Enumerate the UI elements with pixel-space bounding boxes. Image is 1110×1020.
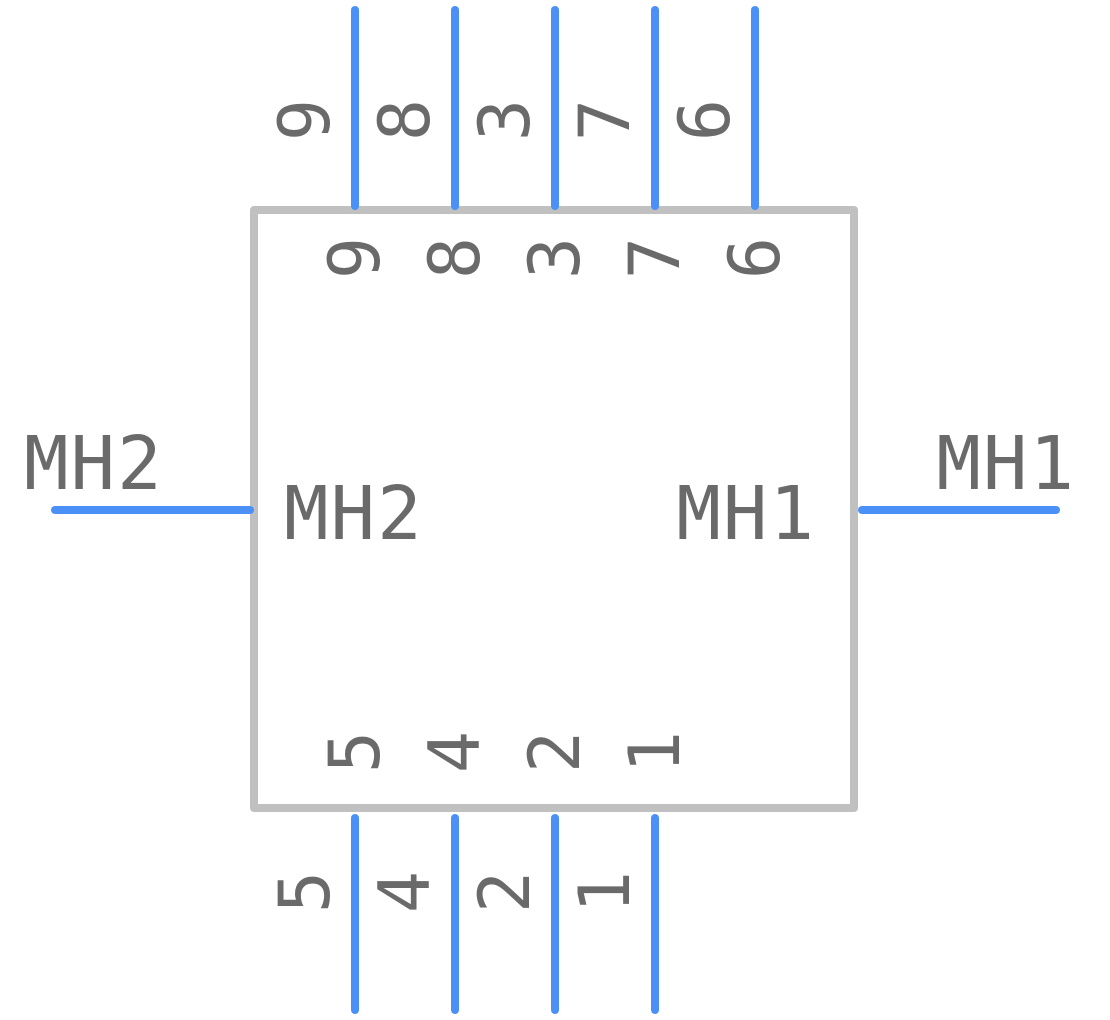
pin-number-outer-1: 1 — [564, 871, 646, 913]
pin-name-inner-8: 8 — [414, 237, 496, 279]
mh2-outer-label: MH2 — [24, 421, 164, 507]
pin-number-outer-3: 3 — [464, 99, 546, 141]
pin-number-outer-8: 8 — [364, 99, 446, 141]
top-pins — [351, 6, 759, 210]
pin-number-outer-7: 7 — [564, 99, 646, 141]
mh1-outer-label: MH1 — [936, 421, 1076, 507]
pin-number-outer-5: 5 — [264, 871, 346, 913]
pin-name-inner-4: 4 — [414, 731, 496, 773]
pin-name-inner-5: 5 — [314, 731, 396, 773]
mh1-inner-label: MH1 — [676, 471, 816, 557]
pin-name-inner-6: 6 — [714, 237, 796, 279]
top-outer-labels: 9 8 3 7 6 — [264, 99, 746, 141]
bottom-pins — [351, 814, 659, 1014]
pin-number-outer-4: 4 — [364, 871, 446, 913]
pin-number-outer-2: 2 — [464, 871, 546, 913]
top-inner-labels: 9 8 3 7 6 — [314, 237, 796, 279]
pin-name-inner-1: 1 — [614, 731, 696, 773]
pin-name-inner-9: 9 — [314, 237, 396, 279]
component-body — [250, 206, 858, 812]
bottom-outer-labels: 5 4 2 1 — [264, 871, 646, 913]
pin-name-inner-2: 2 — [514, 731, 596, 773]
pin-number-outer-9: 9 — [264, 99, 346, 141]
pin-name-inner-7: 7 — [614, 237, 696, 279]
pin-name-inner-3: 3 — [514, 237, 596, 279]
pin-number-outer-6: 6 — [664, 99, 746, 141]
bottom-inner-labels: 5 4 2 1 — [314, 731, 696, 773]
mh2-inner-label: MH2 — [284, 471, 424, 557]
